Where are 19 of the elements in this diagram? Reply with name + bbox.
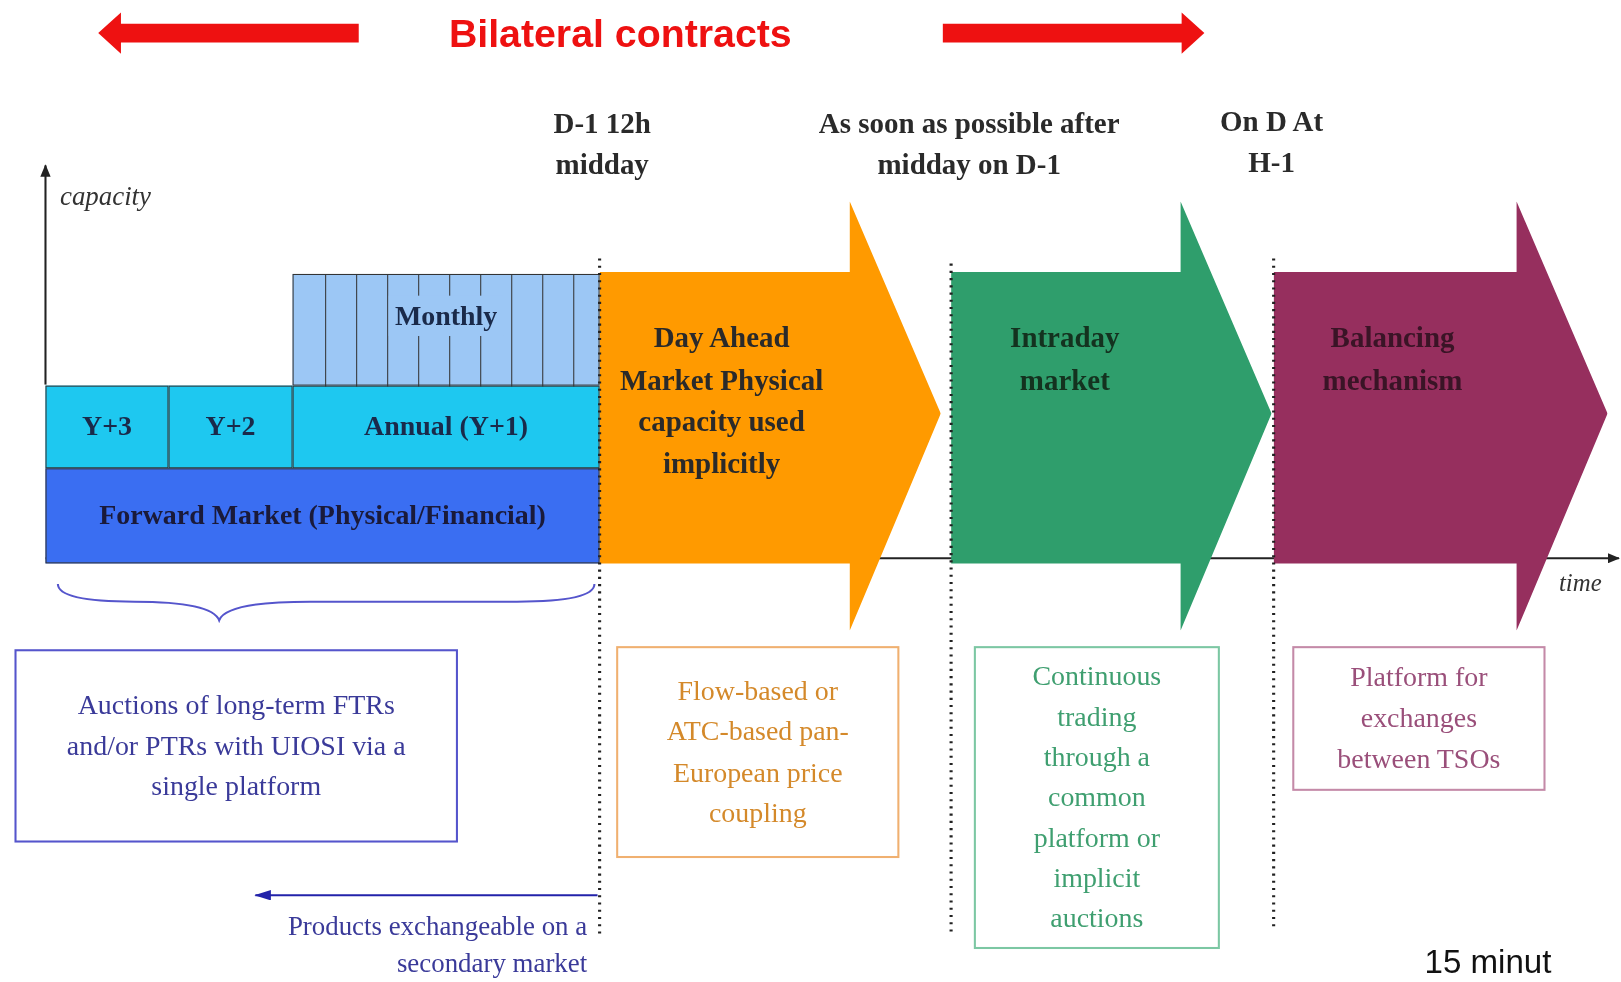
period-box: Y+2 xyxy=(168,385,293,469)
description-box: Auctions of long-term FTRs and/or PTRs with UIOSI via a single platform xyxy=(14,649,458,843)
monthly-band: Monthly xyxy=(292,273,600,386)
axis-label: time xyxy=(1558,568,1603,599)
market-stage: Day Ahead Market Physical capacity used implicitly xyxy=(599,201,941,631)
axis-label: capacity xyxy=(59,179,152,213)
description-box: Flow-based or ATC-based pan-European price coupling xyxy=(616,646,900,859)
time-label: On D At H-1 xyxy=(1219,104,1324,180)
note-text: Products exchangeable on a secondary market xyxy=(286,909,588,981)
market-stage: Intraday market xyxy=(951,201,1272,631)
time-label: As soon as possible after midday on D-1 xyxy=(817,106,1121,183)
market-bar: Forward Market (Physical/Financial) xyxy=(45,468,600,564)
time-label: D-1 12h midday xyxy=(552,106,652,183)
period-box: Y+3 xyxy=(45,385,169,469)
period-box: Annual (Y+1) xyxy=(292,385,600,469)
description-box: Continuous trading through a common platform or implicit auctions xyxy=(973,646,1220,950)
duration-label: 15 minut xyxy=(1424,941,1553,982)
banner-title: Bilateral contracts xyxy=(447,10,793,57)
description-box: Platform for exchanges between TSOs xyxy=(1292,646,1546,791)
